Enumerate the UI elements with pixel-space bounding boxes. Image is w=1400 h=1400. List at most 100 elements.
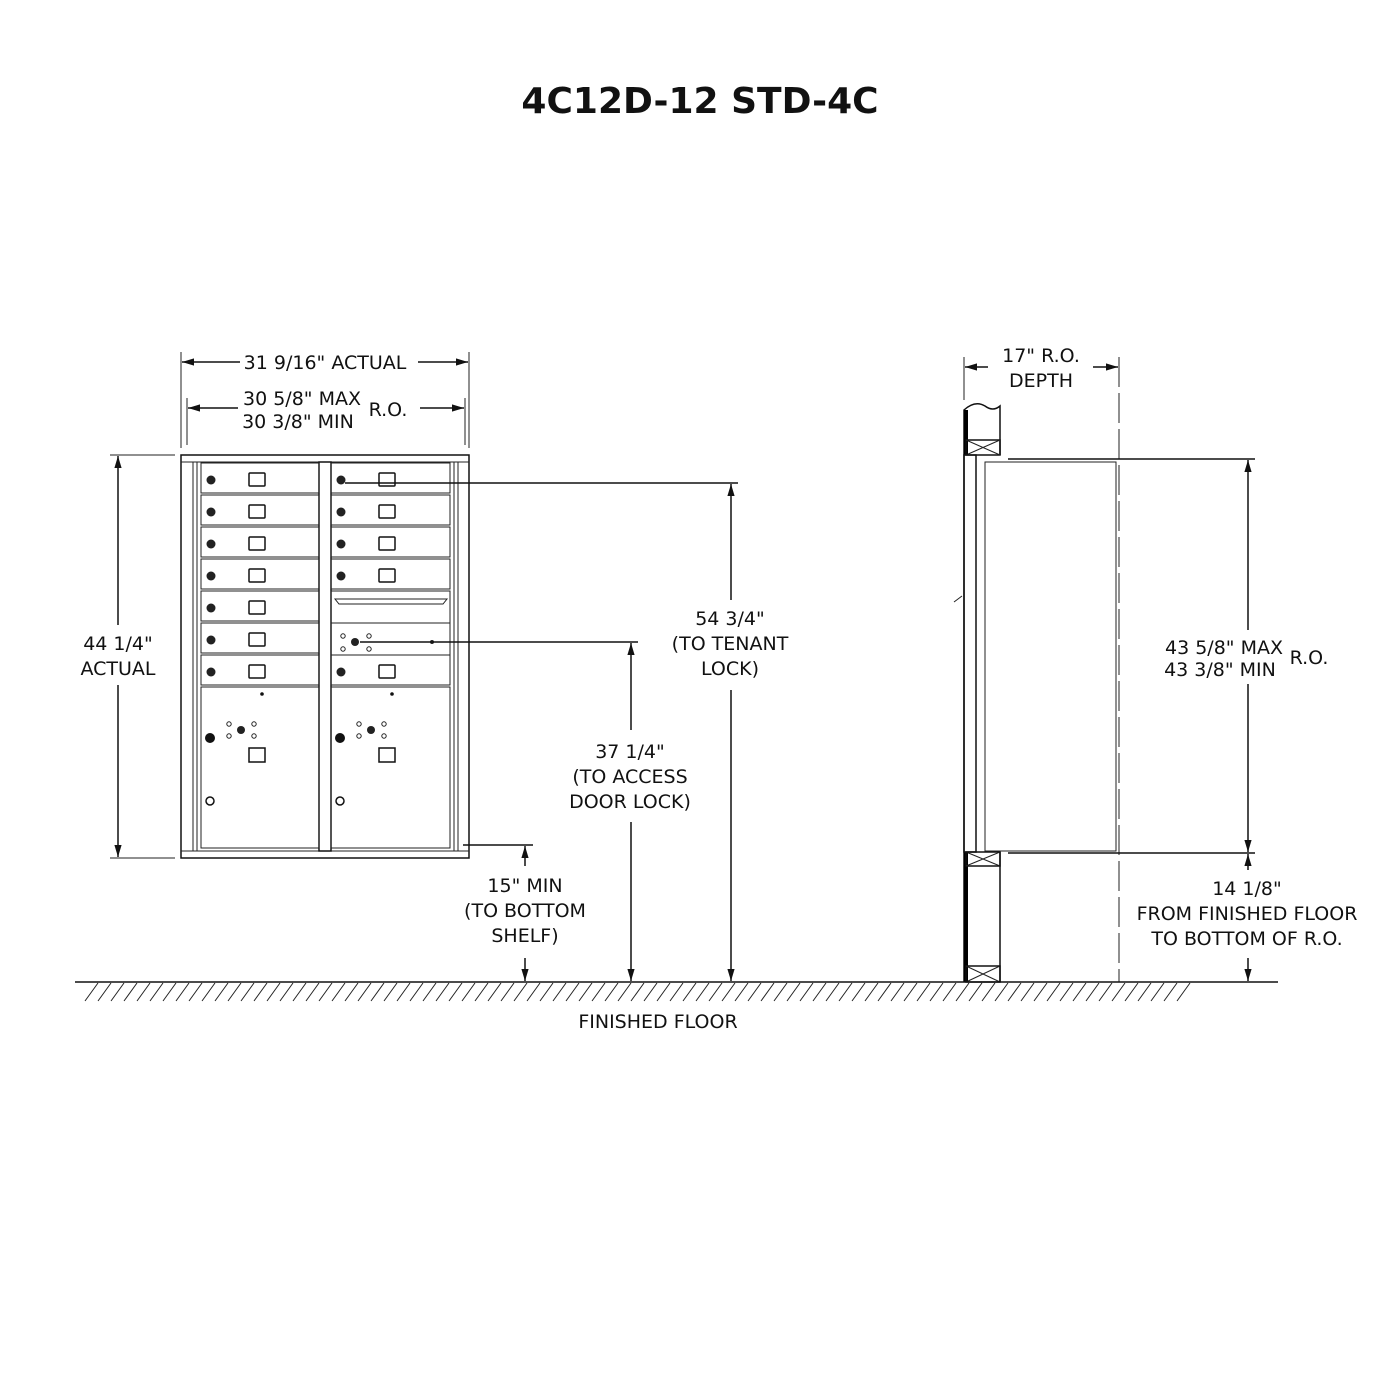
hinge-mark (953, 595, 963, 603)
tenant-lock-label: (TO TENANT (672, 633, 789, 655)
id-label-icon (378, 504, 396, 519)
hatch-line (708, 982, 723, 1002)
hatch-line (448, 982, 463, 1002)
hatch-line (773, 982, 788, 1002)
hatch-line (968, 982, 983, 1002)
mailbox-door (200, 654, 320, 686)
hatch-line (279, 982, 294, 1002)
hatch-line (487, 982, 502, 1002)
lock-icon (206, 571, 216, 581)
mailbox-door (200, 590, 320, 622)
hatch-line (123, 982, 138, 1002)
depth-label: DEPTH (1009, 370, 1073, 392)
access-panel (330, 622, 451, 656)
hatch-line (929, 982, 944, 1002)
hatch-line (1176, 982, 1191, 1002)
hatch-line (201, 982, 216, 1002)
hatch-line (916, 982, 931, 1002)
hatch-line (305, 982, 320, 1002)
hatch-line (552, 982, 567, 1002)
mailbox-door (330, 462, 451, 494)
hatch-line (240, 982, 255, 1002)
hatch-line (435, 982, 450, 1002)
front-view: 31 9/16" ACTUAL 30 5/8" MAX 30 3/8" MIN … (80, 352, 789, 981)
hatch-line (500, 982, 515, 1002)
hatch-line (383, 982, 398, 1002)
id-label-icon (248, 536, 266, 551)
hatch-line (1098, 982, 1113, 1002)
hatch-line (162, 982, 177, 1002)
access-lock-label: (TO ACCESS (572, 766, 687, 788)
lock-icon (335, 733, 345, 743)
hatch-line (344, 982, 359, 1002)
hatch-line (318, 982, 333, 1002)
bottom-shelf-label: (TO BOTTOM (464, 900, 586, 922)
hatch-line (1150, 982, 1165, 1002)
height-label: ACTUAL (80, 658, 155, 680)
floor-offset-value: 14 1/8" (1212, 878, 1282, 900)
hatch-line (292, 982, 307, 1002)
hatch-line (474, 982, 489, 1002)
lock-icon (206, 475, 216, 485)
ro-height-max: 43 5/8" MAX (1165, 637, 1283, 659)
hatch-line (838, 982, 853, 1002)
hatch-line (539, 982, 554, 1002)
hatch-line (1072, 982, 1087, 1002)
hatch-line (760, 982, 775, 1002)
hatch-line (643, 982, 658, 1002)
mailbox-door (330, 494, 451, 526)
hatch-line (955, 982, 970, 1002)
access-lock-label: DOOR LOCK) (569, 791, 691, 813)
mailbox-door (200, 558, 320, 590)
hatch-line (136, 982, 151, 1002)
lock-icon (336, 571, 346, 581)
hatch-line (149, 982, 164, 1002)
hatch-line (110, 982, 125, 1002)
hatch-line (409, 982, 424, 1002)
mailbox-door (200, 494, 320, 526)
id-label-icon (378, 568, 396, 583)
id-label-icon (378, 664, 396, 679)
hatch-line (682, 982, 697, 1002)
hatch-line (1020, 982, 1035, 1002)
hatch-line (513, 982, 528, 1002)
hatch-line (903, 982, 918, 1002)
parcel-locker-door (200, 686, 320, 849)
hatch-line (812, 982, 827, 1002)
mailbox-doors (200, 462, 451, 849)
hatch-line (1059, 982, 1074, 1002)
lock-icon (336, 475, 346, 485)
hatch-line (890, 982, 905, 1002)
ro-min-label: 30 3/8" MIN (242, 411, 354, 433)
hatch-line (617, 982, 632, 1002)
id-label-icon (248, 747, 266, 763)
id-label-icon (248, 568, 266, 583)
mailbox-door (200, 526, 320, 558)
mailbox-door (330, 654, 451, 686)
hatch-line (604, 982, 619, 1002)
hatch-line (422, 982, 437, 1002)
id-label-icon (378, 747, 396, 763)
framing-block (965, 439, 1001, 456)
hatch-line (877, 982, 892, 1002)
hatch-line (630, 982, 645, 1002)
lock-icon (336, 507, 346, 517)
height-value: 44 1/4" (83, 633, 153, 655)
outgoing-mail-slot (330, 590, 451, 624)
lock-icon (206, 507, 216, 517)
bottom-shelf-value: 15" MIN (487, 875, 562, 897)
hatch-line (1085, 982, 1100, 1002)
hatch-line (721, 982, 736, 1002)
mailbox-door (200, 462, 320, 494)
finished-floor: FINISHED FLOOR (75, 981, 1278, 1033)
lock-icon (206, 539, 216, 549)
hatch-line (825, 982, 840, 1002)
framing-block (965, 851, 1001, 867)
hatch-line (97, 982, 112, 1002)
wall-section (963, 403, 1001, 982)
id-label-icon (248, 664, 266, 679)
key-keeper-icon (335, 796, 345, 806)
hatch-line (994, 982, 1009, 1002)
lock-icon (336, 539, 346, 549)
mailbox-door (200, 622, 320, 654)
